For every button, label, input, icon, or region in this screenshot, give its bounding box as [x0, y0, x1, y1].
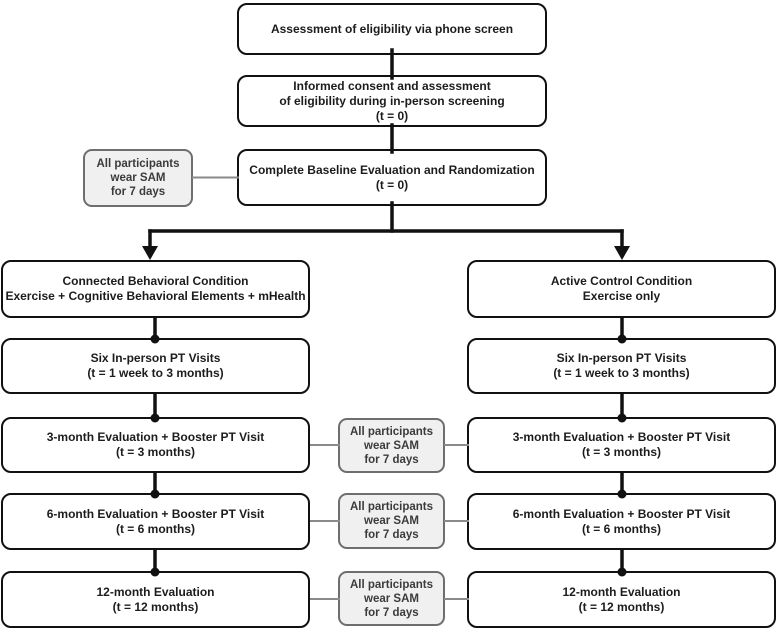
left-6month-eval-box: 6-month Evaluation + Booster PT Visit (t… [1, 493, 310, 550]
box-text-line: Assessment of eligibility via phone scre… [270, 21, 514, 36]
note-text-line: All participants [96, 158, 180, 170]
baseline-randomization-box: Complete Baseline Evaluation and Randomi… [237, 149, 547, 206]
box-text-line: (t = 1 week to 3 months) [87, 366, 224, 380]
box-text-line: (t = 3 months) [581, 445, 661, 459]
sam-note-12month: All participants wear SAM for 7 days [338, 571, 445, 626]
box-text-line: Connected Behavioral Condition [62, 274, 249, 288]
box-text-line: (t = 12 months) [578, 599, 665, 614]
note-text-line: for 7 days [364, 529, 419, 541]
consent-screening-box: Informed consent and assessment of eligi… [237, 75, 547, 127]
box-text-line: (t = 6 months) [115, 521, 195, 536]
box-text-line: (t = 6 months) [581, 521, 661, 536]
left-3month-eval-box: 3-month Evaluation + Booster PT Visit (t… [1, 417, 310, 473]
right-pt-visits-box: Six In-person PT Visits (t = 1 week to 3… [467, 338, 776, 394]
box-text-line: Exercise only [582, 289, 661, 303]
box-text-line: Exercise + Cognitive Behavioral Elements… [5, 289, 306, 303]
sam-note-3month: All participants wear SAM for 7 days [338, 418, 445, 473]
note-text-line: for 7 days [364, 453, 419, 466]
box-text-line: Six In-person PT Visits [556, 351, 687, 365]
box-text-line: Informed consent and assessment [293, 78, 491, 93]
sam-note-baseline: All participants wear SAM for 7 days [83, 149, 193, 207]
box-text-line: 12-month Evaluation [96, 584, 215, 599]
note-text-line: All participants [349, 501, 434, 513]
box-text-line: Six In-person PT Visits [90, 351, 221, 365]
note-text-line: All participants [349, 425, 434, 438]
left-pt-visits-box: Six In-person PT Visits (t = 1 week to 3… [1, 338, 310, 394]
note-text-line: wear SAM [110, 172, 166, 184]
right-12month-eval-box: 12-month Evaluation (t = 12 months) [467, 571, 776, 628]
box-text-line: 6-month Evaluation + Booster PT Visit [512, 506, 731, 521]
box-text-line: Complete Baseline Evaluation and Randomi… [249, 162, 535, 177]
right-6month-eval-box: 6-month Evaluation + Booster PT Visit (t… [467, 493, 776, 550]
box-text-line: (t = 3 months) [115, 445, 195, 459]
note-text-line: wear SAM [364, 439, 419, 452]
box-text-line: 12-month Evaluation [562, 584, 681, 599]
right-3month-eval-box: 3-month Evaluation + Booster PT Visit (t… [467, 417, 776, 473]
box-text-line: (t = 0) [375, 108, 409, 123]
box-text-line: of eligibility during in-person screenin… [279, 93, 505, 108]
note-text-line: for 7 days [110, 186, 166, 198]
sam-note-6month: All participants wear SAM for 7 days [338, 493, 445, 549]
split-arrowheads [142, 246, 630, 260]
box-text-line: 6-month Evaluation + Booster PT Visit [46, 506, 265, 521]
box-text-line: (t = 1 week to 3 months) [553, 366, 690, 380]
phone-screen-box: Assessment of eligibility via phone scre… [237, 3, 547, 55]
box-text-line: 3-month Evaluation + Booster PT Visit [46, 430, 265, 444]
note-text-line: wear SAM [364, 515, 419, 527]
right-condition-box: Active Control Condition Exercise only [467, 260, 776, 318]
box-text-line: (t = 12 months) [112, 599, 199, 614]
left-condition-box: Connected Behavioral Condition Exercise … [1, 260, 310, 318]
box-text-line: 3-month Evaluation + Booster PT Visit [512, 430, 731, 444]
note-text-line: wear SAM [364, 592, 419, 605]
note-text-line: All participants [349, 578, 434, 591]
box-text-line: Active Control Condition [550, 274, 693, 288]
left-12month-eval-box: 12-month Evaluation (t = 12 months) [1, 571, 310, 628]
note-text-line: for 7 days [364, 606, 419, 619]
box-text-line: (t = 0) [375, 177, 409, 192]
